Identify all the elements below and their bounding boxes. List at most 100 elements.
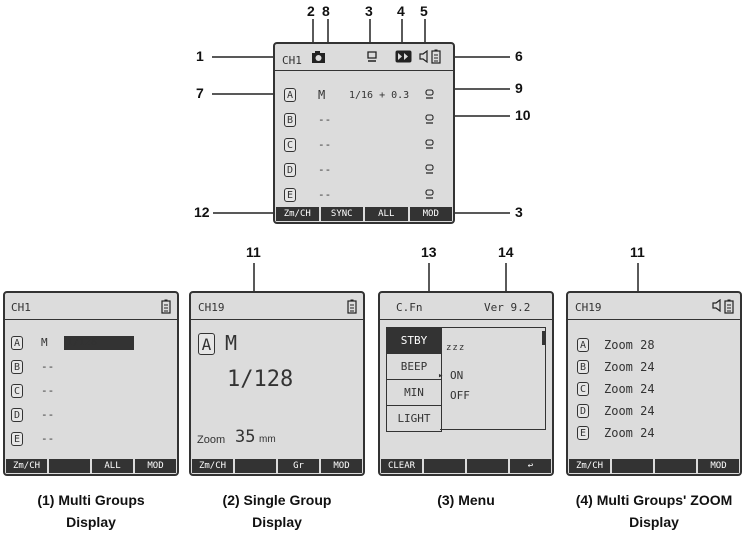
menu-item-min[interactable]: MIN	[387, 380, 441, 406]
callout-3-top: 3	[365, 3, 373, 19]
p2-mode: M	[225, 331, 238, 355]
menu-title: C.Fn	[396, 301, 423, 314]
softkey-sync[interactable]: SYNC	[320, 207, 363, 221]
menu-lcd: C.Fn Ver 9.2 STBY BEEP MIN LIGHT zzz ▸ O…	[378, 291, 554, 476]
p1-softkey-mod[interactable]: MOD	[135, 459, 176, 473]
p4-group-e: E	[577, 426, 589, 440]
main-channel: CH1	[282, 54, 302, 67]
callout-4: 4	[397, 3, 405, 19]
p4-group-c: C	[577, 382, 589, 396]
p2-softkey-zm-ch[interactable]: Zm/CH	[192, 459, 233, 473]
battery-icon	[347, 299, 357, 314]
p1-group-e: E	[11, 432, 23, 446]
option-on[interactable]: ON	[450, 369, 464, 382]
main-dash-e: --	[318, 188, 332, 201]
p2-power: 1/128	[227, 367, 294, 392]
flash-head-icon	[425, 139, 434, 149]
p2-softkey-mod[interactable]: MOD	[321, 459, 362, 473]
p4-softkey-blank-1[interactable]	[612, 459, 653, 473]
p4-zoom-e: Zoom 24	[604, 426, 655, 440]
main-dash-b: --	[318, 113, 332, 126]
softkey-mod[interactable]: MOD	[409, 207, 452, 221]
single-group-lcd: CH19 A M 1/128 Zoom 35 mm Zm/CH Gr MOD	[189, 291, 365, 476]
flash-head-icon	[425, 189, 434, 199]
firmware-version: Ver 9.2	[484, 301, 531, 314]
option-pointer-icon: ▸	[438, 371, 444, 381]
p1-softkey-blank[interactable]	[49, 459, 90, 473]
menu-option-pane	[440, 327, 546, 430]
speaker-icon	[712, 299, 721, 312]
battery-icon	[161, 299, 171, 314]
p2-zoom-value: 35	[235, 427, 256, 447]
caption-3-line-1: (3) Menu	[437, 492, 495, 508]
main-mode-a: M	[318, 88, 326, 102]
caption-2-line-1: (2) Single Group	[222, 492, 332, 508]
p4-group-a: A	[577, 338, 589, 352]
option-off[interactable]: OFF	[450, 389, 470, 402]
p1-dash-e: --	[41, 432, 55, 445]
p2-zoom-label: Zoom	[197, 434, 226, 446]
p1-dash-d: --	[41, 408, 55, 421]
group-c-box: C	[284, 138, 296, 152]
menu-item-beep[interactable]: BEEP	[387, 354, 441, 380]
sync-icon	[395, 50, 412, 63]
camera-icon	[312, 51, 325, 63]
panel1-softkey-bar: Zm/CH ALL MOD	[5, 459, 177, 474]
panel4-channel: CH19	[575, 301, 602, 314]
softkey-all[interactable]: ALL	[365, 207, 408, 221]
callout-11-single: 11	[246, 244, 261, 260]
p1-power-selected[interactable]: 1/128	[64, 336, 134, 350]
panel2-softkey-bar: Zm/CH Gr MOD	[191, 459, 363, 474]
p3-softkey-blank-2[interactable]	[467, 459, 508, 473]
battery-icon	[724, 299, 734, 314]
panel3-status-bar	[380, 293, 552, 320]
p1-softkey-all[interactable]: ALL	[92, 459, 133, 473]
main-dash-c: --	[318, 138, 332, 151]
menu-scrollbar[interactable]	[542, 331, 545, 345]
caption-4-line-2: Display	[629, 514, 679, 530]
panel3-softkey-bar: CLEAR ↩	[380, 459, 552, 474]
panel2-status-bar	[191, 293, 363, 320]
multi-groups-zoom-lcd: CH19 A B C D E Zoom 28 Zoom 24 Zoom 24 Z…	[566, 291, 742, 476]
p1-group-a: A	[11, 336, 23, 350]
group-b-box: B	[284, 113, 296, 127]
battery-icon	[431, 49, 441, 64]
caption-4-line-1: (4) Multi Groups' ZOOM	[575, 492, 733, 508]
callout-2: 2	[307, 3, 315, 19]
p4-softkey-mod[interactable]: MOD	[698, 459, 739, 473]
p3-softkey-blank-1[interactable]	[424, 459, 465, 473]
p4-softkey-zm-ch[interactable]: Zm/CH	[569, 459, 610, 473]
softkey-zm-ch[interactable]: Zm/CH	[276, 207, 319, 221]
caption-menu: (3) Menu	[378, 492, 554, 508]
p1-group-d: D	[11, 408, 23, 422]
p1-group-c: C	[11, 384, 23, 398]
p2-softkey-gr[interactable]: Gr	[278, 459, 319, 473]
menu-item-light[interactable]: LIGHT	[397, 412, 431, 425]
callout-11-zoom: 11	[630, 244, 645, 260]
callout-9: 9	[515, 80, 523, 96]
main-status-bar	[275, 44, 453, 71]
flash-head-icon	[425, 114, 434, 124]
main-power-a: 1/16 + 0.3	[349, 90, 410, 101]
p4-zoom-d: Zoom 24	[604, 404, 655, 418]
p4-softkey-blank-2[interactable]	[655, 459, 696, 473]
p4-zoom-c: Zoom 24	[604, 382, 655, 396]
caption-1-line-2: Display	[66, 514, 116, 530]
callout-3-bottom: 3	[515, 204, 523, 220]
p2-group-a: A	[198, 333, 215, 355]
callout-10: 10	[515, 107, 531, 123]
callout-12: 12	[194, 204, 210, 220]
p4-group-d: D	[577, 404, 589, 418]
p3-softkey-back[interactable]: ↩	[510, 459, 551, 473]
caption-single-group: (2) Single Group Display	[189, 492, 365, 530]
panel1-channel: CH1	[11, 301, 31, 314]
p3-softkey-clear[interactable]: CLEAR	[381, 459, 422, 473]
p1-softkey-zm-ch[interactable]: Zm/CH	[6, 459, 47, 473]
callout-1: 1	[196, 48, 204, 64]
callout-6: 6	[515, 48, 523, 64]
p2-softkey-blank[interactable]	[235, 459, 276, 473]
main-dash-d: --	[318, 163, 332, 176]
main-softkey-bar: Zm/CH SYNC ALL MOD	[275, 207, 453, 222]
menu-item-stby[interactable]: STBY	[387, 328, 441, 354]
p1-dash-b: --	[41, 360, 55, 373]
